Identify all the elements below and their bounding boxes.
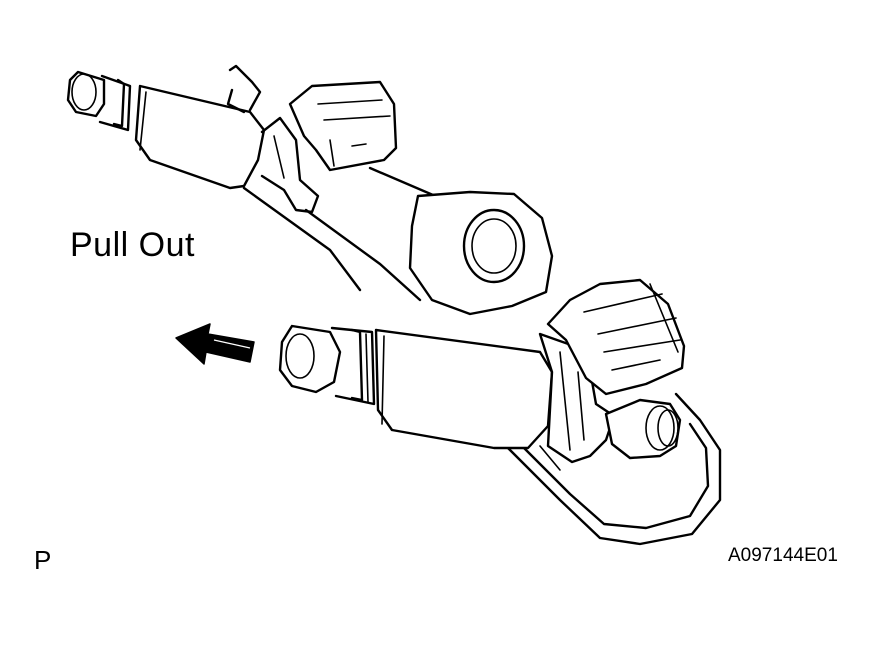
front-injector (278, 278, 686, 464)
rear-injector (66, 64, 398, 214)
corner-marker: P (34, 545, 52, 575)
delivery-pipe (242, 166, 722, 546)
left-arrow-icon (175, 323, 255, 365)
pull-out-label: Pull Out (70, 226, 195, 264)
figure-code: A097144E01 (728, 545, 838, 566)
